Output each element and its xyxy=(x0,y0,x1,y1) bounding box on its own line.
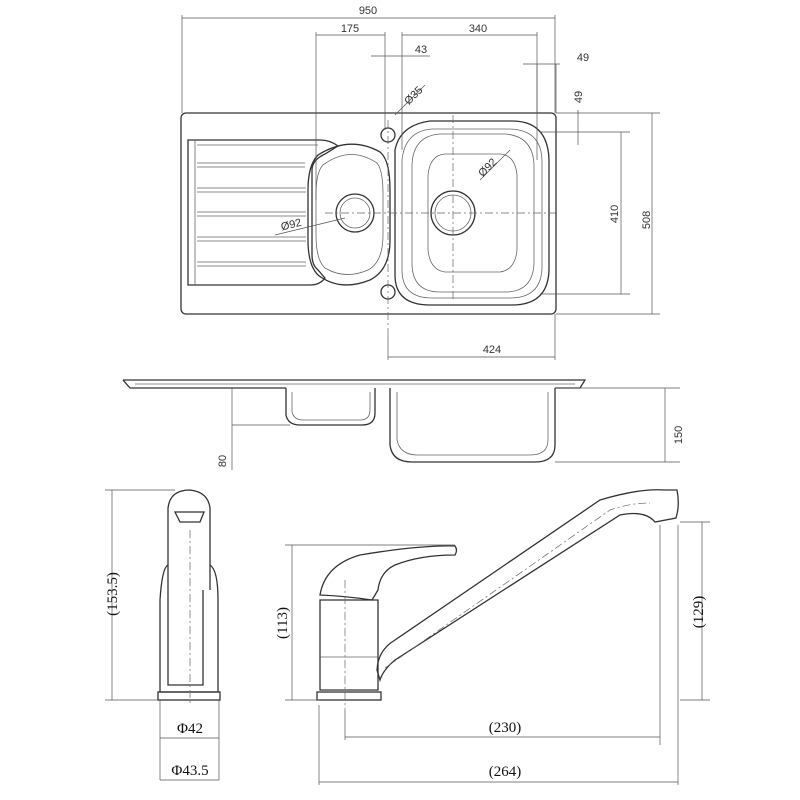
tap-side-view: (153.5) Φ42 Φ43.5 xyxy=(105,489,221,781)
small-waste-diameter-label: Ø92 xyxy=(280,217,303,234)
overall-width-label: 950 xyxy=(359,5,377,17)
tap-body-height-label: (113) xyxy=(275,607,291,639)
base-outer-diameter-label: Φ43.5 xyxy=(171,763,208,779)
sink-outline xyxy=(180,112,557,315)
drainer-ribs xyxy=(187,139,340,286)
overall-length-label: (264) xyxy=(489,764,522,780)
tap-offset-label: 43 xyxy=(415,44,427,56)
top-view-dimensions: 950 175 340 43 49 49 Ø35 Ø92 Ø92 410 508… xyxy=(181,5,660,360)
bowl-section-width-label: 424 xyxy=(483,344,501,356)
base-inner-diameter-label: Φ42 xyxy=(177,721,203,737)
spout-height-label: (129) xyxy=(691,596,707,629)
bowl-length-label: 410 xyxy=(609,205,621,223)
tap-height-label: (153.5) xyxy=(105,572,121,616)
large-bowl-width-label: 340 xyxy=(469,23,487,35)
top-margin-label: 49 xyxy=(573,91,585,103)
tap-body xyxy=(319,599,379,691)
tap-spout xyxy=(376,489,679,683)
sink-top-view: 950 175 340 43 49 49 Ø35 Ø92 Ø92 410 508… xyxy=(180,5,660,360)
large-bowl-depth-label: 150 xyxy=(673,426,685,444)
tap-front-view: (113) (129) (230) (264) xyxy=(275,489,710,785)
small-bowl xyxy=(307,143,391,286)
overall-depth-label: 508 xyxy=(641,211,653,229)
small-bowl-width-label: 175 xyxy=(341,23,359,35)
spout-reach-label: (230) xyxy=(489,720,522,736)
sink-side-view: 80 150 xyxy=(122,379,685,470)
small-bowl-depth-label: 80 xyxy=(217,455,229,467)
right-margin-label: 49 xyxy=(577,52,589,64)
tap-handle xyxy=(319,545,458,601)
large-waste-diameter-label: Ø92 xyxy=(476,156,499,179)
